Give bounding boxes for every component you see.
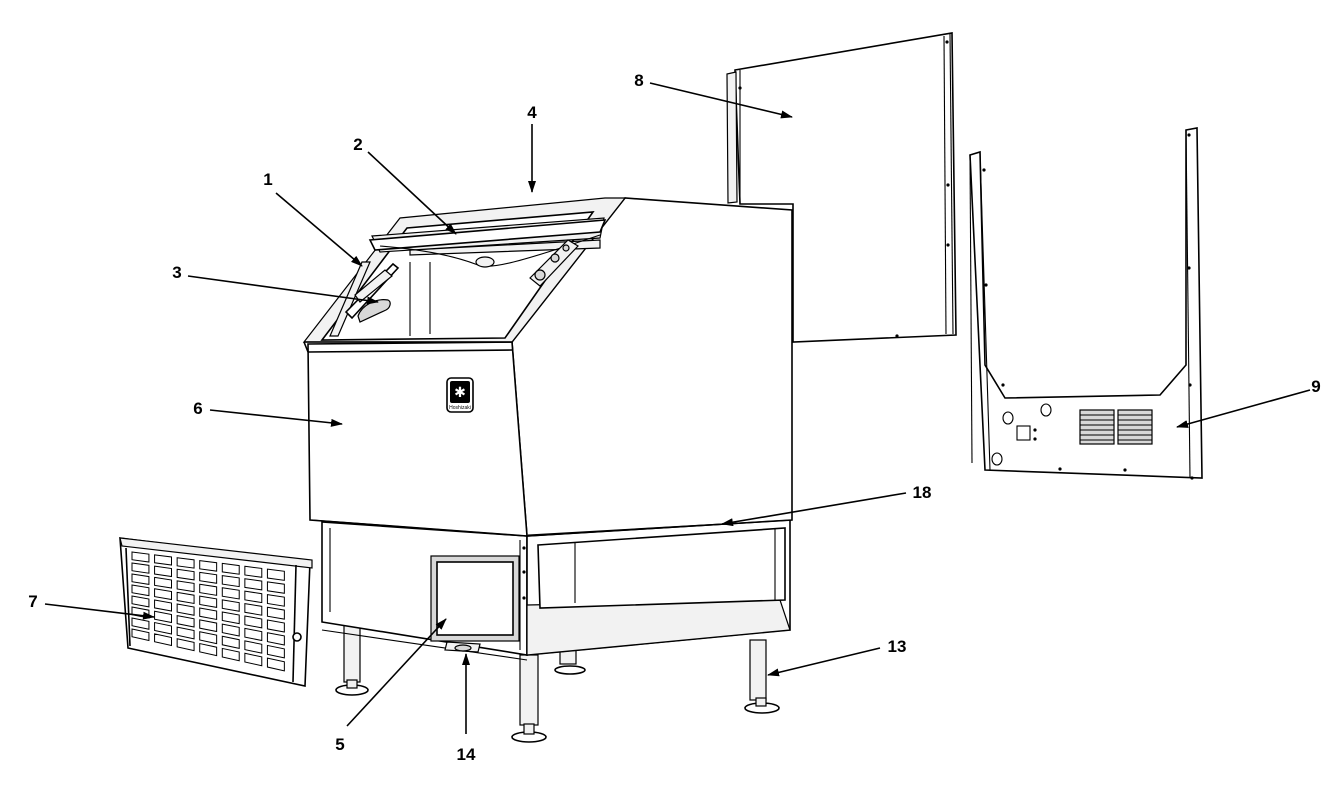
control-switch: [529, 239, 579, 287]
grille-slot: [131, 617, 150, 630]
grille-slot: [176, 626, 195, 640]
callout-8: 8: [634, 71, 643, 90]
grille-slot: [176, 557, 195, 569]
drain-bracket: [444, 641, 481, 653]
grille-slot: [221, 574, 240, 588]
arrow-7: [44, 603, 155, 620]
arrow-2: [367, 151, 457, 235]
grille-slot: [266, 606, 285, 620]
grille-slot: [266, 632, 285, 646]
grille-slot: [244, 627, 263, 642]
callout-3: 3: [172, 263, 181, 282]
grille-slot: [154, 565, 172, 578]
grille-slot: [154, 576, 172, 589]
grille-slot: [131, 562, 150, 574]
grille-slot: [199, 607, 218, 621]
grille-slot: [266, 644, 285, 659]
grille-slot: [221, 635, 240, 649]
arrow-8: [649, 82, 793, 119]
grille-slot: [176, 603, 195, 616]
arrow-18: [721, 492, 907, 527]
callout-6: 6: [193, 399, 202, 418]
grille-slot: [266, 581, 285, 594]
rear-panel: [726, 32, 957, 343]
grille-slot: [244, 640, 263, 654]
grille-slot: [176, 591, 195, 605]
grille-slot: [131, 551, 150, 563]
grille-slot: [221, 647, 240, 662]
grille-slot: [221, 599, 240, 612]
grille-slot: [131, 584, 150, 597]
callout-9: 9: [1311, 377, 1320, 396]
callout-1: 1: [263, 170, 272, 189]
grille-slot: [199, 631, 218, 645]
grille-slots: [131, 551, 285, 672]
svg-text:Hoshizaki: Hoshizaki: [449, 405, 471, 411]
grille-slot: [154, 621, 172, 635]
base-frame: [321, 519, 791, 661]
grille-slot: [176, 568, 195, 581]
svg-text:✱: ✱: [454, 385, 466, 401]
grille-slot: [154, 554, 172, 566]
callout-7: 7: [28, 592, 37, 611]
ice-scoop: [357, 299, 391, 323]
grille-slot: [244, 578, 263, 591]
grille-slot: [131, 595, 150, 608]
callout-arrows: [44, 82, 1311, 734]
grille-slot: [244, 565, 263, 578]
grille-slot: [199, 560, 218, 572]
grille-slot: [176, 638, 195, 652]
legs: [335, 619, 780, 743]
grille-slot: [199, 595, 218, 608]
door-frame: [329, 261, 400, 337]
grille-slot: [266, 657, 285, 672]
grille-slot: [131, 573, 150, 586]
grille-slot: [154, 633, 172, 647]
vent-louvers: [1079, 409, 1153, 445]
grille-slot: [221, 587, 240, 600]
grille-slot: [131, 628, 150, 642]
arrow-5: [346, 618, 447, 727]
side-panel: [969, 127, 1203, 480]
grille-slot: [244, 602, 263, 616]
callout-4: 4: [527, 103, 537, 122]
grille-slot: [154, 588, 172, 601]
grille-slot: [221, 611, 240, 625]
grille-slot: [266, 593, 285, 607]
bin-door: [368, 217, 607, 268]
grille-slot: [266, 619, 285, 633]
grille-slot: [221, 562, 240, 575]
grille-slot: [199, 642, 218, 657]
callout-2: 2: [353, 135, 362, 154]
callout-14: 14: [457, 745, 476, 764]
grille-slot: [199, 571, 218, 584]
brand-logo: ✱ Hoshizaki: [446, 377, 474, 413]
grille-slot: [266, 568, 285, 581]
grille-slot: [199, 619, 218, 633]
grille-slot: [176, 614, 195, 628]
callout-18: 18: [913, 483, 932, 502]
grille-slot: [244, 615, 263, 629]
grille-slot: [244, 652, 263, 667]
arrow-3: [187, 275, 379, 305]
grille-slot: [221, 623, 240, 637]
arrow-1: [275, 192, 363, 267]
callout-5: 5: [335, 735, 344, 754]
front-grille: [119, 537, 313, 687]
arrow-9: [1176, 389, 1311, 428]
arrow-6: [209, 409, 343, 427]
callout-13: 13: [888, 637, 907, 656]
grille-slot: [199, 583, 218, 596]
grille-slot: [154, 599, 172, 612]
callout-labels: 1 2 3 4 5 6 7 8 9 13 14 18: [28, 71, 1320, 764]
arrow-13: [767, 647, 881, 677]
grille-slot: [176, 580, 195, 593]
grille-slot: [244, 590, 263, 604]
